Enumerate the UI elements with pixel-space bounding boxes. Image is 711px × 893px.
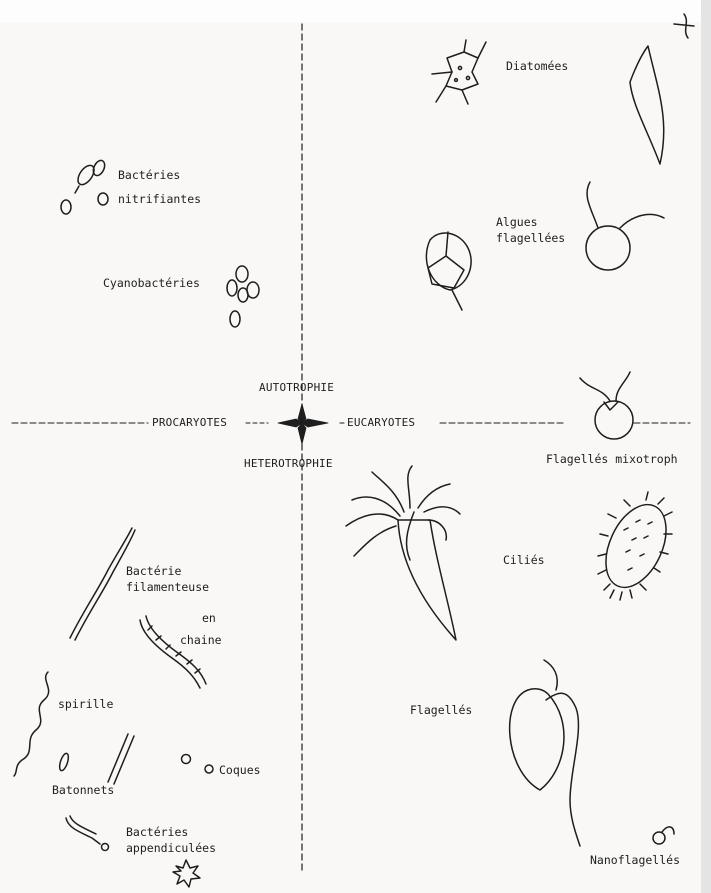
- ciliate-oval-drawing: [594, 492, 678, 600]
- en-chaine-line-1: en: [180, 610, 222, 626]
- bacteries-appendiculees-line-1: Bactéries: [126, 824, 216, 840]
- batonnets-label: Batonnets: [52, 782, 114, 798]
- bacteries-nitrifiantes-line-1: Bactéries: [118, 167, 201, 183]
- nitrifying-bacteria-drawing: [61, 159, 108, 214]
- flagelles-label: Flagellés: [410, 702, 472, 718]
- flagellated-alga-large-drawing: [586, 182, 664, 270]
- mixotrophic-flagellate-drawing: [580, 372, 633, 439]
- flagellate-drawing: [510, 660, 580, 846]
- cyanobacteries-label: Cyanobactéries: [103, 275, 200, 291]
- coques-label: Coques: [219, 762, 261, 778]
- heterotrophie-label: HETEROTROPHIE: [244, 456, 333, 472]
- bacterie-filamenteuse-line-2: filamenteuse: [126, 579, 209, 595]
- bacterie-filamenteuse-label: Bactérie filamenteuse: [126, 563, 209, 595]
- algues-flagellees-line-1: Algues: [496, 214, 565, 230]
- nanoflagellate-drawing: [653, 827, 674, 844]
- algues-flagellees-label: Algues flagellées: [496, 214, 565, 246]
- en-chaine-line-2: chaine: [180, 632, 222, 648]
- diatomees-label: Diatomées: [506, 58, 568, 74]
- nanoflagelles-label: Nanoflagellés: [590, 852, 680, 868]
- algues-flagellees-line-2: flagellées: [496, 230, 565, 246]
- eucaryotes-label: EUCARYOTES: [347, 415, 415, 431]
- cilies-label: Ciliés: [503, 552, 545, 568]
- diatom-large-drawing: [630, 14, 694, 164]
- diatom-small-drawing: [432, 40, 486, 104]
- spirillum-drawing: [14, 672, 49, 776]
- cocci-drawing: [182, 755, 214, 774]
- spirille-label: spirille: [58, 696, 113, 712]
- procaryotes-label: PROCARYOTES: [152, 415, 227, 431]
- bacteries-appendiculees-label: Bactéries appendiculées: [126, 824, 216, 856]
- bacteries-nitrifiantes-label: Bactéries nitrifiantes: [118, 167, 201, 207]
- autotrophie-label: AUTOTROPHIE: [259, 380, 334, 396]
- compass-star-icon: [278, 404, 328, 444]
- cyanobacteria-drawing: [227, 266, 259, 327]
- bacteries-appendiculees-line-2: appendiculées: [126, 840, 216, 856]
- bacteries-nitrifiantes-line-2: nitrifiantes: [118, 191, 201, 207]
- en-chaine-label: en chaine: [180, 610, 222, 648]
- rod-bacteria-drawing: [58, 734, 134, 784]
- ciliate-vase-drawing: [346, 466, 460, 640]
- flagelles-mixotrophes-label: Flagellés mixotroph: [546, 451, 678, 467]
- bacterie-filamenteuse-line-1: Bactérie: [126, 563, 209, 579]
- flagellated-alga-small-drawing: [426, 232, 471, 310]
